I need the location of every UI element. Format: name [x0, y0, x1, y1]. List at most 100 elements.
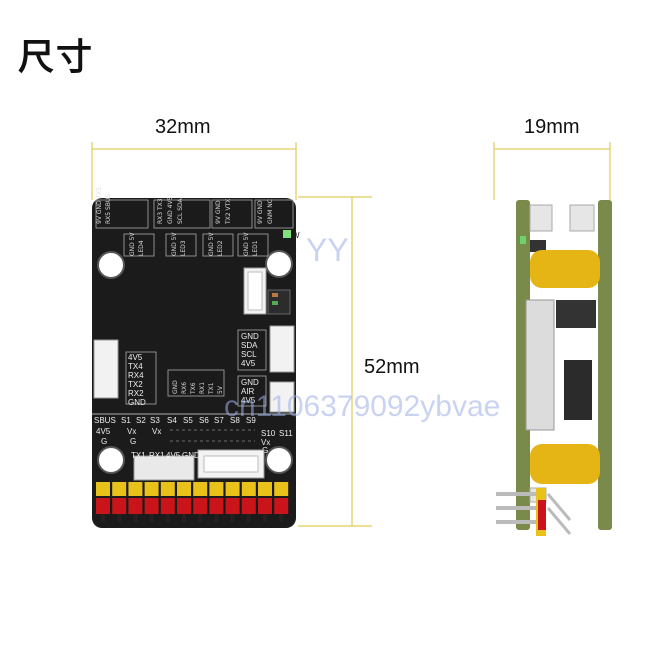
svg-text:4V5: 4V5: [96, 427, 111, 436]
svg-text:LED1: LED1: [252, 240, 259, 256]
yellow-pin: [193, 482, 208, 496]
svg-text:TX1: TX1: [131, 451, 146, 460]
right-connector-mid: [269, 381, 295, 413]
red-pin: [160, 498, 175, 514]
red-pin: [209, 498, 224, 514]
red-pin: [258, 498, 272, 514]
svg-text:GND 5V: GND 5V: [171, 232, 178, 256]
svg-text:TX6: TX6: [190, 382, 197, 395]
svg-text:S4: S4: [167, 416, 177, 425]
svg-text:4V5: 4V5: [241, 396, 256, 405]
yellow-pin: [209, 482, 224, 496]
svg-text:GND 5V: GND 5V: [208, 232, 215, 256]
svg-text:LED4: LED4: [138, 240, 145, 256]
svg-text:GND 5V: GND 5V: [129, 232, 136, 256]
svg-text:S6: S6: [199, 416, 209, 425]
svg-text:RX1: RX1: [149, 451, 165, 460]
top-pin-boxes: [95, 199, 294, 229]
svg-text:TX1: TX1: [208, 382, 215, 395]
svg-text:GND: GND: [241, 378, 259, 387]
pin-leg: [149, 514, 154, 522]
depth-label: 19mm: [524, 116, 580, 138]
svg-text:Vx: Vx: [152, 427, 161, 436]
yellow-pin-row: [96, 482, 289, 496]
side-connector-stack: [525, 299, 555, 431]
pin-leg: [246, 514, 251, 522]
red-pin: [241, 498, 256, 514]
svg-text:GND 4V5: GND 4V5: [167, 196, 174, 224]
yellow-pin: [258, 482, 272, 496]
left-connector: [93, 339, 119, 399]
svg-text:TX2: TX2: [128, 380, 143, 389]
red-pin: [274, 498, 289, 514]
mount-hole-top-right: [265, 250, 293, 278]
svg-text:9V GND: 9V GND: [215, 200, 222, 224]
pin-leg: [198, 514, 203, 522]
svg-text:GNM NC: GNM NC: [267, 199, 274, 224]
capacitor-bottom: [530, 444, 600, 484]
svg-text:RX3 TX3: RX3 TX3: [157, 198, 164, 224]
yellow-pin: [96, 482, 110, 496]
mount-hole-bottom-left: [97, 446, 125, 474]
svg-text:S2: S2: [136, 416, 146, 425]
pin-leg: [263, 514, 267, 522]
svg-text:4V5: 4V5: [241, 359, 256, 368]
svg-text:TX2 VTX: TX2 VTX: [225, 199, 232, 225]
red-pin: [112, 498, 127, 514]
red-pin: [128, 498, 143, 514]
yellow-pin: [274, 482, 289, 496]
red-pin: [144, 498, 159, 514]
svg-text:G: G: [101, 437, 107, 446]
status-led: [283, 230, 291, 238]
status-letter-w: W: [292, 231, 300, 240]
svg-text:RX6: RX6: [181, 382, 188, 394]
side-pin-red: [538, 500, 546, 530]
mount-hole-top-left: [97, 251, 125, 279]
red-pin: [225, 498, 240, 514]
pin-leg: [230, 514, 235, 522]
svg-text:GND: GND: [128, 398, 146, 407]
pin-leg: [182, 514, 186, 522]
svg-text:GND: GND: [241, 332, 259, 341]
svg-text:4V5: 4V5: [128, 353, 143, 362]
capacitor-top: [530, 250, 600, 288]
yellow-pin: [128, 482, 143, 496]
yellow-pin: [225, 482, 240, 496]
svg-text:LED3: LED3: [180, 240, 187, 256]
pin-leg: [279, 514, 284, 522]
height-label: 52mm: [364, 356, 420, 378]
svg-text:TX4: TX4: [128, 362, 143, 371]
watermark-short: YY: [306, 232, 349, 268]
svg-text:RX1: RX1: [199, 382, 206, 394]
watermark-long: cn1106379092ybvae: [224, 390, 501, 423]
svg-text:AIR: AIR: [241, 387, 255, 396]
height-dimension-line: [298, 196, 372, 527]
svg-text:S3: S3: [150, 416, 160, 425]
svg-text:LED2: LED2: [217, 240, 224, 256]
svg-text:9V GND: 9V GND: [257, 200, 264, 224]
bottom-connector-left: [133, 455, 195, 481]
yellow-pin: [241, 482, 256, 496]
pin-leg: [133, 514, 138, 522]
yellow-pin: [112, 482, 127, 496]
svg-text:RX5 SBUS: RX5 SBUS: [105, 194, 112, 224]
right-connector-top: [269, 325, 295, 373]
red-pin: [193, 498, 208, 514]
page-title: 尺寸: [18, 37, 95, 78]
svg-text:G: G: [262, 446, 268, 455]
pin-leg: [101, 514, 105, 522]
svg-text:RX4: RX4: [128, 371, 144, 380]
svg-text:SCL SDA: SCL SDA: [177, 197, 184, 224]
red-pin-row: [96, 498, 289, 522]
yellow-pin: [177, 482, 191, 496]
left-pin-labels: 4V5 TX4 RX4 TX2 RX2 GND: [128, 353, 146, 407]
width-dimension-line: [91, 142, 297, 200]
led-labels: [123, 233, 269, 257]
svg-text:5V: 5V: [217, 385, 224, 394]
svg-text:S10: S10: [261, 429, 276, 438]
svg-text:4V5: 4V5: [166, 451, 181, 460]
status-letter-l: L: [292, 243, 297, 252]
svg-text:9V GND TX5: 9V GND TX5: [96, 187, 103, 224]
pin-leg: [214, 514, 219, 522]
